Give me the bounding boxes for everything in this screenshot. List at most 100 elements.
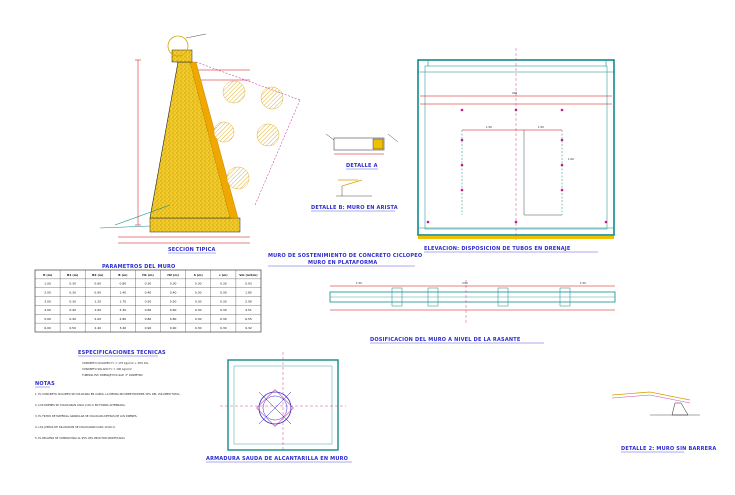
note-2: 2. LOS DRENES SE COLOCARAN CADA 2.00 m E…: [35, 403, 126, 407]
table-cell: 0.80: [170, 317, 177, 321]
table-header-cell: Vol (m3/m): [239, 273, 258, 277]
table-cell: 0.50: [69, 326, 76, 330]
seccion-title: SECCION TIPICA: [168, 247, 216, 253]
table-cell: 0.93: [245, 282, 252, 286]
armadura-title: ARMADURA SAUDA DE ALCANTARILLA EN MURO: [206, 456, 348, 462]
table-cell: 2.00: [44, 290, 51, 294]
wall-title-block: MURO DE SOSTENIMIENTO DE CONCRETO CICLOP…: [268, 253, 422, 267]
detail-a-title: DETALLE A: [346, 163, 378, 169]
filter-strip: [189, 61, 239, 219]
elevation-title: ELEVACION: DISPOSICION DE TUBOS EN DRENA…: [424, 246, 571, 252]
table-cell: 1.40: [120, 290, 127, 294]
elev-dim-top: VAR: [512, 91, 517, 95]
dos-dim-c: 1.50: [580, 281, 586, 285]
table-cell: 4.51: [245, 308, 252, 312]
backfill-mark: [213, 121, 235, 143]
spec-line-1: CONCRETO CICLOPEO f'c = 175 kg/cm2 + 30%…: [82, 361, 149, 365]
elevation-drainage: VAR 1.50 1.50 1.00 ELEVACION: DISPOSICIO…: [417, 48, 615, 253]
parameters-table: PARAMETROS DEL MURO H (m) B1 (m) B2 (m) B (…: [34, 264, 262, 333]
note-3: 3. EL FILTRO DE MATERIAL GRANULAR SE COL…: [35, 414, 138, 418]
table-cell: 0.30: [195, 282, 202, 286]
table-cell: 2.00: [94, 317, 101, 321]
table-cell: 2.30: [120, 308, 127, 312]
table-cell: 1.85: [245, 290, 252, 294]
table-cell: 0.30: [195, 308, 202, 312]
table-cell: 9.32: [245, 326, 252, 330]
table-cell: 0.30: [145, 282, 152, 286]
dos-dim-a: 1.50: [356, 281, 362, 285]
dos-dim-b: 3.00: [462, 281, 468, 285]
table-cell: 0.30: [195, 290, 202, 294]
table-cell: 0.30: [220, 326, 227, 330]
note-1: 1. EL CONCRETO CICLOPEO SE COLOCARA EN C…: [35, 392, 181, 396]
wall-footing: [149, 217, 241, 233]
table-header-cell: H2 (m): [167, 273, 179, 277]
table-cell: 2.40: [94, 326, 101, 330]
table-cell: 0.30: [220, 317, 227, 321]
notes-title: NOTAS: [35, 381, 55, 387]
table-cell: 0.60: [170, 308, 177, 312]
detail-2-title: DETALLE 2: MURO SIN BARRERA: [621, 446, 716, 452]
elev-dim-b: 1.50: [538, 125, 544, 129]
detail-a: DETALLE A: [325, 133, 399, 170]
table-cell: 1.70: [120, 299, 127, 303]
table-cell: 0.90: [145, 326, 152, 330]
table-cell: 0.40: [69, 308, 76, 312]
table-cell: 2.90: [245, 299, 252, 303]
specs-title: ESPECIFICACIONES TECNICAS: [78, 350, 166, 356]
table-cell: 0.30: [220, 290, 227, 294]
table-cell: 0.30: [69, 299, 76, 303]
table-cell: 1.20: [94, 299, 101, 303]
table-header-cell: B (m): [118, 273, 128, 277]
note-4: 4. LAS JUNTAS DE DILATACION SE COLOCARAN…: [35, 425, 116, 429]
table-header-cell: B1 (m): [67, 273, 79, 277]
table-cell: 1.00: [44, 282, 51, 286]
table-cell: 0.30: [220, 308, 227, 312]
dosificacion-title: DOSIFICACION DEL MURO A NIVEL DE LA RASA…: [370, 337, 521, 343]
table-cell: 0.30: [170, 282, 177, 286]
table-cell: 0.60: [94, 282, 101, 286]
culvert-armor: ARMADURA SAUDA DE ALCANTARILLA EN MURO: [206, 352, 352, 463]
wall-title-line1: MURO DE SOSTENIMIENTO DE CONCRETO CICLOP…: [268, 253, 422, 259]
table-cell: 0.30: [195, 299, 202, 303]
backfill-mark: [226, 166, 250, 190]
table-cell: 0.80: [145, 317, 152, 321]
table-cell: 0.40: [170, 290, 177, 294]
detail-b: DETALLE B: MURO EN ARISTA: [311, 179, 398, 212]
table-cell: 5.00: [44, 317, 51, 321]
table-header-cell: H (m): [43, 273, 53, 277]
note-5: 5. EL RELLENO SE COMPACTARA AL 95% DEL P…: [35, 436, 125, 440]
table-cell: 0.50: [145, 299, 152, 303]
table-cell: 0.30: [69, 282, 76, 286]
table-cell: 0.30: [195, 317, 202, 321]
table-cell: 0.60: [145, 308, 152, 312]
backfill-mark: [260, 86, 284, 110]
table-cell: 2.80: [120, 317, 127, 321]
spec-line-3: TUBERIA PVC DRENAJE PVC-SAP, 3" DIAMETRO: [82, 373, 143, 377]
wall-title-line2: MURO EN PLATAFORMA: [308, 260, 377, 266]
table-header-cell: B2 (m): [92, 273, 104, 277]
typical-section: SECCION TIPICA: [99, 33, 301, 254]
table-cell: 0.90: [94, 290, 101, 294]
notes: NOTAS 1. EL CONCRETO CICLOPEO SE COLOCAR…: [35, 381, 181, 440]
dosificacion-plan: 1.50 3.00 1.50 DOSIFICACION DEL MURO A N…: [329, 280, 616, 344]
table-header-cell: h (m): [194, 273, 204, 277]
table-cell: 0.40: [69, 317, 76, 321]
elev-dim-inner: 1.00: [568, 157, 574, 161]
backfill-mark: [222, 80, 246, 104]
backfill-mark: [256, 123, 280, 147]
table-header-cell: c (m): [219, 273, 228, 277]
detail1-callout-circle: [167, 35, 189, 57]
table-cell: 0.40: [145, 290, 152, 294]
elev-dim-a: 1.50: [486, 125, 492, 129]
table-cell: 0.30: [220, 282, 227, 286]
table-cell: 3.00: [44, 299, 51, 303]
table-cell: 0.80: [120, 282, 127, 286]
table-cell: 6.55: [245, 317, 252, 321]
table-cell: 0.30: [69, 290, 76, 294]
table-cell: 1.60: [94, 308, 101, 312]
table-cell: 0.50: [170, 299, 177, 303]
parameters-title: PARAMETROS DEL MURO: [102, 264, 175, 270]
table-cell: 6.00: [44, 326, 51, 330]
